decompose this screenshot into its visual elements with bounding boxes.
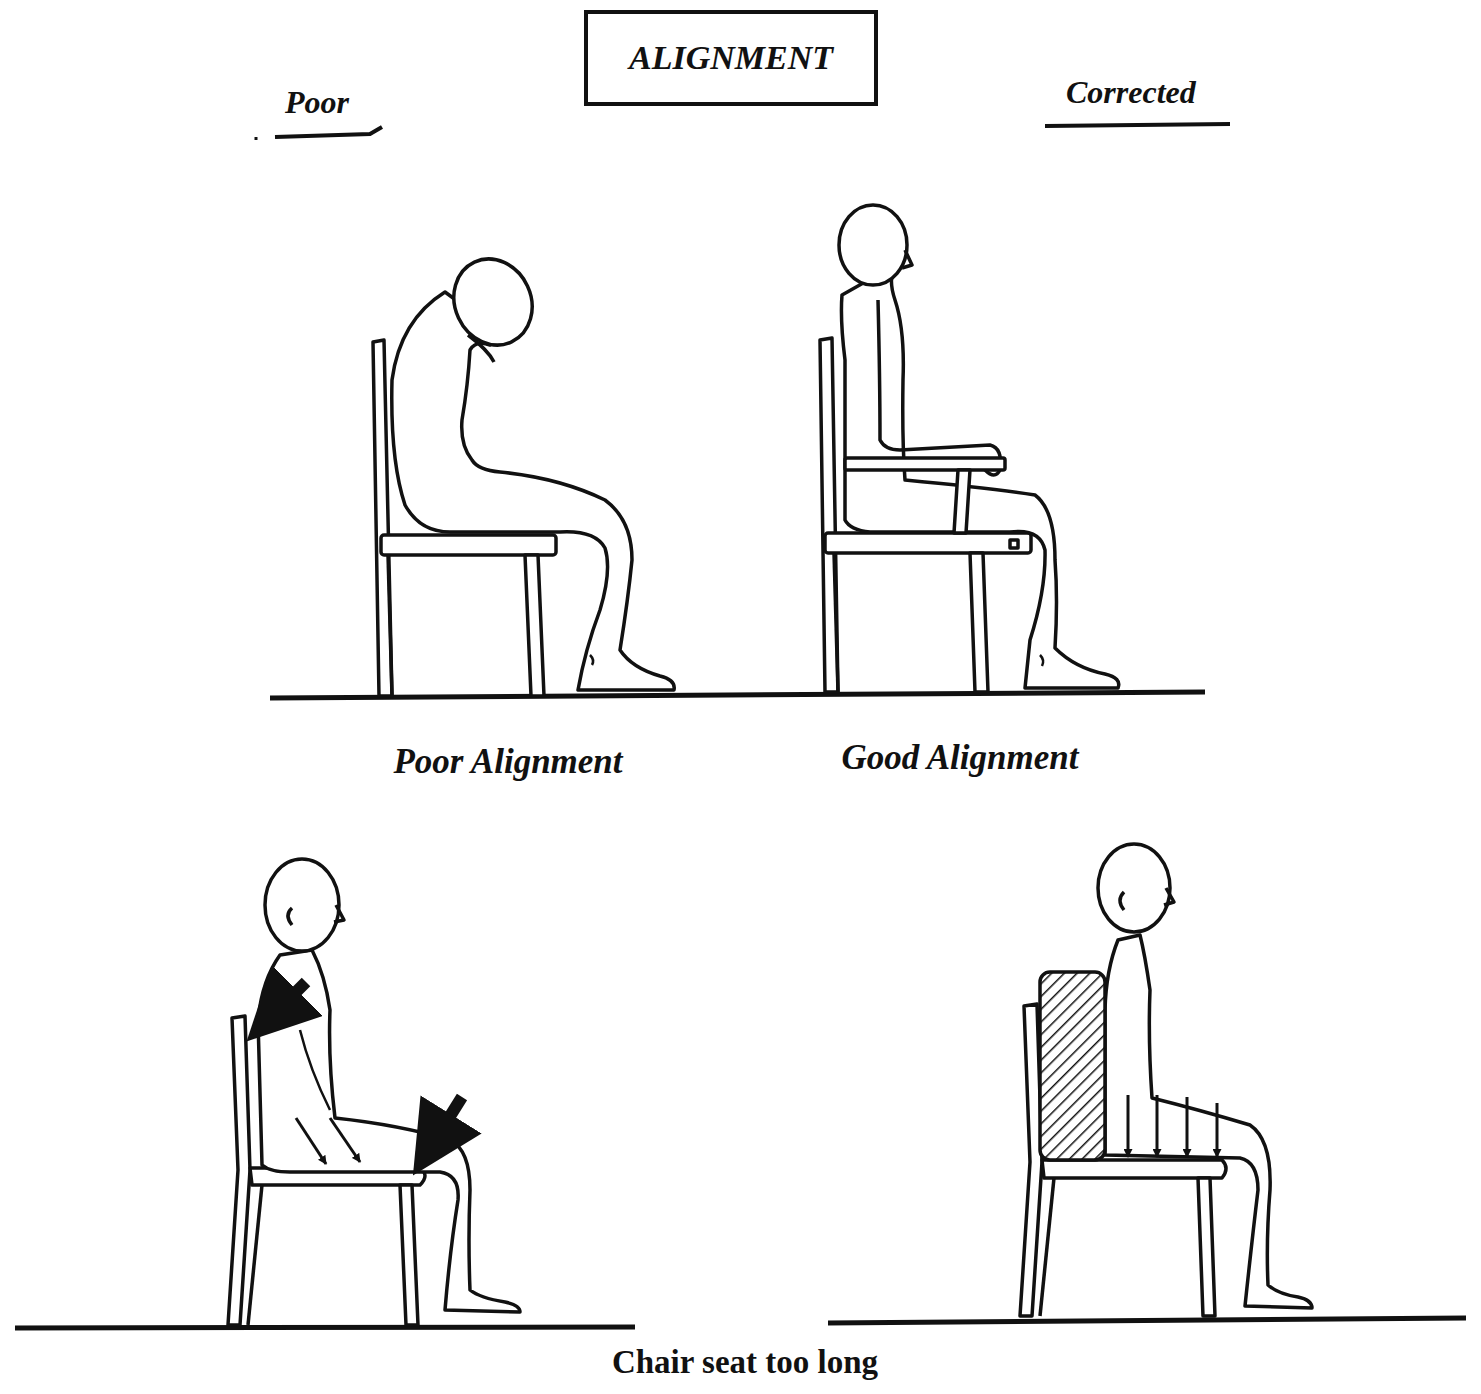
floor-lines — [15, 692, 1466, 1328]
title-box: ALIGNMENT — [584, 10, 878, 106]
pressure-arrows — [272, 982, 462, 1164]
support-arrows — [1128, 1095, 1217, 1157]
column-heading: Poor — [285, 84, 349, 121]
figure-label: Good Alignment — [842, 738, 1079, 778]
heading-underlines — [256, 124, 1230, 140]
caption: Chair seat too long — [612, 1344, 878, 1381]
long-seat-corrected — [1020, 844, 1312, 1316]
long-seat-poor — [228, 859, 520, 1325]
column-heading: Corrected — [1066, 74, 1196, 111]
slouched-sitter — [373, 246, 674, 696]
figure-label: Poor Alignment — [393, 742, 622, 782]
upright-sitter — [820, 205, 1119, 692]
